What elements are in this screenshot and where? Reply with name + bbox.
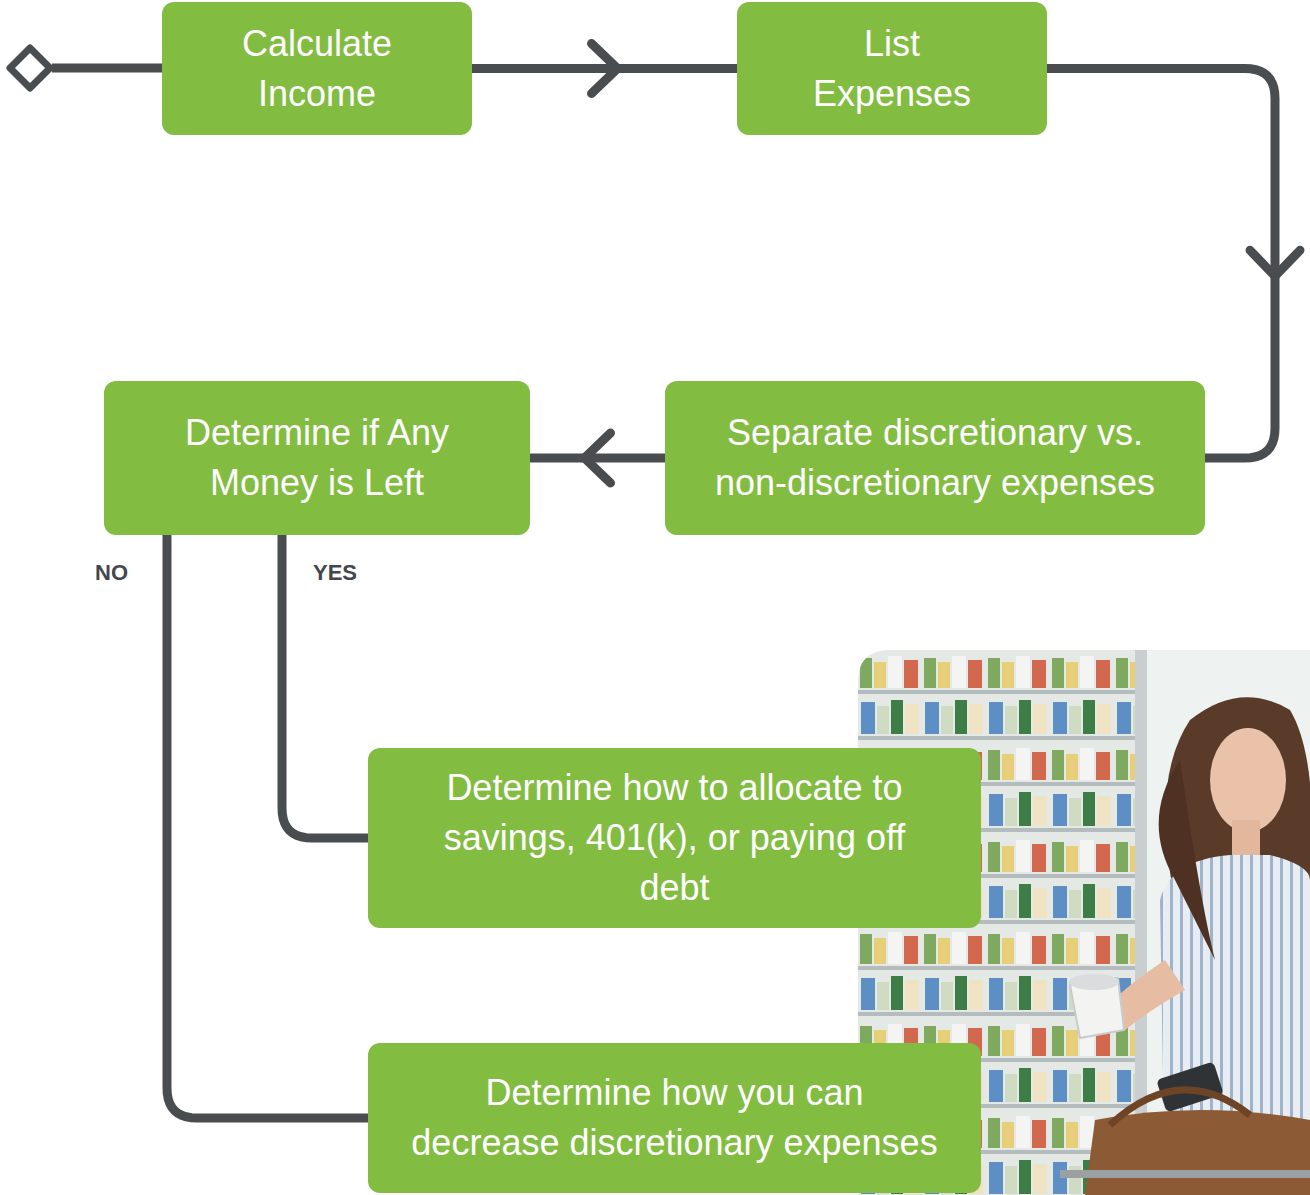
flow-connector xyxy=(167,535,368,1118)
connector-group xyxy=(282,535,368,838)
connectors xyxy=(167,44,1300,1119)
decision-box: Determine if Any Money is Left xyxy=(104,381,530,535)
hair-lock xyxy=(1159,760,1215,960)
node-text: List Expenses xyxy=(792,19,992,119)
arrow-chevron xyxy=(1250,250,1300,276)
handbag xyxy=(1085,1110,1310,1195)
node-text: Determine how you can decrease discretio… xyxy=(409,1068,940,1168)
flow-connector xyxy=(472,64,737,73)
neck xyxy=(1232,820,1260,860)
connector-group xyxy=(472,44,737,94)
process-box: List Expenses xyxy=(737,2,1047,135)
outcome-box: Determine how to allocate to savings, 40… xyxy=(368,748,981,928)
face xyxy=(1210,728,1286,832)
node-text: Calculate Income xyxy=(192,19,442,119)
outcome-box: Determine how you can decrease discretio… xyxy=(368,1043,981,1193)
arrow-chevron xyxy=(592,44,618,94)
node-text: Determine if Any Money is Left xyxy=(134,408,500,508)
process-box: Separate discretionary vs. non-discretio… xyxy=(665,381,1205,535)
flow-connector xyxy=(530,454,665,463)
branch-label: NO xyxy=(92,559,131,587)
flow-connector xyxy=(282,535,368,838)
start-diamond xyxy=(10,48,50,88)
bag-strap xyxy=(1110,1090,1250,1125)
process-box: Calculate Income xyxy=(162,2,472,135)
connector-group xyxy=(167,535,368,1118)
arrow-chevron xyxy=(585,433,611,483)
node-text: Determine how to allocate to savings, 40… xyxy=(409,763,940,913)
start-line xyxy=(52,64,162,73)
node-text: Separate discretionary vs. non-discretio… xyxy=(695,408,1175,508)
branch-label: YES xyxy=(310,559,360,587)
cart-rail xyxy=(1060,1170,1310,1178)
connector-group xyxy=(530,433,665,483)
cup-lid xyxy=(1069,974,1119,990)
